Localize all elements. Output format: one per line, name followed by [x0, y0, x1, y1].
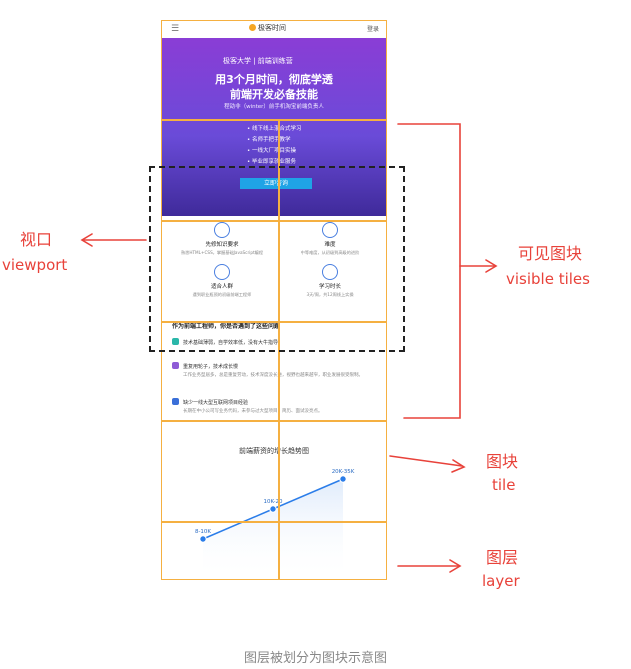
viewport-frame	[149, 166, 405, 352]
feature-desc: 遇到职业瓶颈的初级前端工程师	[192, 292, 252, 297]
hero-brand: 极客大学 | 前端训练营	[223, 57, 293, 65]
viewport-label-en: viewport	[2, 256, 68, 274]
tile	[161, 521, 387, 580]
feature-item: 难度 中等难度，从初级到高级的进阶	[280, 222, 380, 256]
chart-point-label: 10K-20	[263, 499, 283, 505]
tile	[161, 119, 387, 222]
layer-label-en: layer	[482, 572, 520, 590]
hero-bullet: • 线下线上混合式学习	[247, 126, 302, 132]
feature-desc: 中等难度，从初级到高级的进阶	[300, 250, 360, 255]
chart-point	[339, 475, 347, 483]
tile	[161, 321, 387, 422]
page-header: ☰ 极客时间 登录	[161, 20, 387, 38]
tile-divider	[278, 119, 280, 580]
visible-tiles-bracket	[397, 123, 461, 419]
hero-headline: 用3个月时间，彻底学透 前端开发必备技能	[161, 72, 387, 102]
chart-point	[199, 535, 207, 543]
feature-desc: 熟悉HTML+CSS，掌握基础JavaScript编程	[180, 250, 264, 255]
figure-caption: 图层被划分为图块示意图	[243, 651, 387, 666]
consult-button[interactable]: 立即咨询	[240, 178, 312, 189]
site-logo: 极客时间	[249, 23, 286, 33]
hero-subtitle: 程劭非（winter）前手机淘宝前端负责人	[224, 104, 324, 110]
tile	[161, 420, 387, 523]
salary-chart: 8-10K 10K-20 20K-35K	[195, 469, 355, 580]
problem-title: 重复用轮子，技术成长慢	[183, 364, 239, 370]
user-icon	[214, 264, 230, 280]
problem-item: 技术基础薄弱，自学效率低，没有大牛指导	[172, 338, 372, 346]
problems-title: 作为前端工程师，你是否遇到了这些问题	[172, 323, 281, 330]
visible-tiles-label-en: visible tiles	[506, 270, 590, 288]
hero-bullet: • 毕业即享就业服务	[247, 159, 296, 165]
hero-banner: 极客大学 | 前端训练营 用3个月时间，彻底学透 前端开发必备技能 程劭非（wi…	[161, 38, 387, 216]
viewport-label-cn: 视口	[20, 230, 53, 249]
chart-area	[203, 479, 343, 580]
tile-arrow	[389, 455, 463, 467]
feature-title: 适合人群	[210, 284, 233, 290]
hero-bullet: • 名师手把手教学	[247, 137, 291, 143]
chart-point	[269, 505, 277, 513]
hero-headline-line2: 前端开发必备技能	[230, 88, 318, 101]
problem-title: 缺少一线大型互联网项目经验	[183, 400, 249, 406]
chart-point-label: 20K-35K	[332, 469, 355, 475]
problem-item: 重复用轮子，技术成长慢 工作业务型居多，总是重复劳动，技术深度没长进，视野也越来…	[172, 362, 378, 378]
tile	[161, 20, 387, 121]
feature-title: 学习时长	[318, 284, 341, 290]
tile-label-cn: 图块	[486, 452, 519, 471]
feature-desc: 3天/周，共12周线上实操	[306, 292, 354, 297]
tile-label-en: tile	[492, 476, 516, 494]
feature-title: 难度	[324, 242, 336, 248]
layer-label-cn: 图层	[486, 548, 519, 567]
star-icon	[172, 398, 179, 405]
hero-bullets: • 线下线上混合式学习 • 名师手把手教学 • 一线大厂项目实操 • 毕业即享就…	[247, 124, 302, 168]
chart-icon	[322, 222, 338, 238]
chart-point-label: 8-10K	[195, 529, 211, 535]
problem-title: 技术基础薄弱，自学效率低，没有大牛指导	[183, 340, 279, 346]
logo-text: 极客时间	[258, 24, 286, 32]
feature-title: 先修知识要求	[205, 242, 239, 248]
visible-tiles-label-cn: 可见图块	[518, 244, 583, 263]
problem-desc: 长期在中小公司写业务代码，未参与过大型项目，简历、面试没亮点。	[183, 409, 323, 414]
feature-item: 先修知识要求 熟悉HTML+CSS，掌握基础JavaScript编程	[172, 222, 272, 256]
feature-item: 适合人群 遇到职业瓶颈的初级前端工程师	[172, 264, 272, 298]
feature-item: 学习时长 3天/周，共12周线上实操	[280, 264, 380, 298]
book-icon	[214, 222, 230, 238]
hero-bullet: • 一线大厂项目实操	[247, 148, 296, 154]
calendar-icon	[322, 264, 338, 280]
login-link[interactable]: 登录	[367, 26, 380, 33]
problem-item: 缺少一线大型互联网项目经验 长期在中小公司写业务代码，未参与过大型项目，简历、面…	[172, 398, 378, 414]
problem-desc: 工作业务型居多，总是重复劳动，技术深度没长进，视野也越来越窄，职业发展很受限制。	[183, 373, 363, 378]
person-icon	[172, 338, 179, 345]
tile	[161, 220, 387, 323]
chart-title: 前端薪资的增长趋势图	[239, 447, 309, 455]
hero-headline-line1: 用3个月时间，彻底学透	[215, 73, 333, 86]
logo-icon	[249, 24, 256, 31]
menu-icon[interactable]: ☰	[171, 24, 180, 34]
document-icon	[172, 362, 179, 369]
